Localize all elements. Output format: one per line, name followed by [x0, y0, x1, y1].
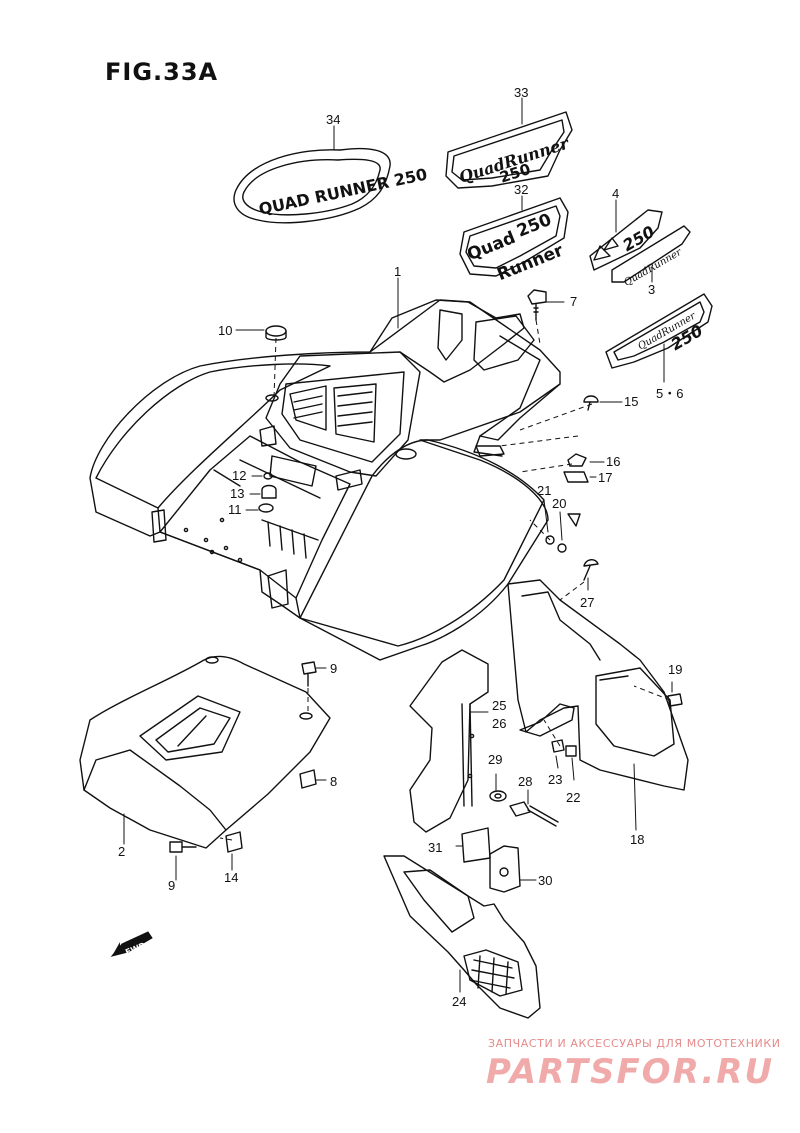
clip-part-14: [225, 831, 243, 853]
callout-2: 2: [118, 844, 125, 859]
callout-3: 3: [648, 282, 655, 297]
callout-11: 11: [228, 502, 242, 517]
callout-20: 20: [552, 496, 566, 511]
bolt-part-7: [527, 289, 547, 321]
callout-28: 28: [518, 774, 532, 789]
reference-dashed-lines: [219, 319, 671, 841]
callout-29: 29: [488, 752, 502, 767]
callout-16: 16: [606, 454, 620, 469]
plate-part-31: [461, 827, 491, 863]
callout-27: 27: [580, 595, 594, 610]
callout-31: 31: [428, 840, 442, 855]
callout-9b: 9: [168, 878, 175, 893]
callout-5-6: 5・6: [656, 386, 683, 401]
decal-33-quadrunner-250: QuadRunner 250: [445, 111, 573, 189]
callout-23: 23: [548, 772, 562, 787]
decal-32-text-b: 250: [514, 210, 555, 242]
callout-9a: 9: [330, 661, 337, 676]
callout-labels: 34 33 32 4 3 5・6 1 7 10 15 16 17 12 13 1…: [118, 85, 683, 1009]
figure-title: FIG.33A: [105, 58, 219, 86]
callout-17: 17: [598, 470, 612, 485]
callout-30: 30: [538, 873, 552, 888]
skid-panel-part-24: [383, 855, 541, 1019]
decal-34-quadrunner-250: QUAD RUNNER 250: [233, 147, 429, 224]
callout-24: 24: [452, 994, 466, 1009]
mud-guard-part-18: [507, 579, 689, 791]
washer-part-17: [563, 471, 589, 483]
callout-21: 21: [537, 483, 551, 498]
callout-7: 7: [570, 294, 577, 309]
callout-19: 19: [668, 662, 682, 677]
callout-1: 1: [394, 264, 401, 279]
callout-25: 25: [492, 698, 506, 713]
forward-arrow-icon: FWD: [110, 931, 153, 957]
front-fender-part-1: [89, 299, 561, 661]
bolt-part-9a: [301, 661, 317, 687]
callout-33: 33: [514, 85, 528, 100]
clip-part-30: [489, 845, 521, 893]
hardware-part-19: [667, 693, 683, 707]
watermark-logo: PARTSFOR.RU: [486, 1052, 775, 1092]
grommet-part-10: [265, 325, 287, 341]
callout-13: 13: [230, 486, 244, 501]
clip-part-8: [299, 769, 317, 789]
decal-4-text: 250: [619, 222, 657, 255]
decal-32-quad-250-runner: Quad 250 Runner: [459, 197, 569, 285]
nut-part-16: [567, 453, 587, 467]
decal-34-text: QUAD RUNNER 250: [257, 165, 429, 219]
callout-34: 34: [326, 112, 340, 127]
decal-5-6-quadrunner-250: QuadRunner 250: [605, 293, 713, 369]
callout-10: 10: [218, 323, 232, 338]
callout-14: 14: [224, 870, 238, 885]
callout-12: 12: [232, 468, 246, 483]
watermark-tagline: ЗАПЧАСТИ И АКСЕССУАРЫ ДЛЯ МОТОТЕХНИКИ: [488, 1037, 781, 1050]
callout-4: 4: [612, 186, 619, 201]
mud-guard-part-25-26: [409, 649, 489, 833]
callout-26: 26: [492, 716, 506, 731]
leader-lines: [123, 97, 673, 993]
washer-part-29: [489, 790, 507, 802]
clips-part-20-21: [545, 513, 581, 553]
callout-15: 15: [624, 394, 638, 409]
callout-32: 32: [514, 182, 528, 197]
callout-22: 22: [566, 790, 580, 805]
front-cover-part-2: [79, 655, 331, 849]
screw-part-15: [583, 395, 599, 411]
rivet-part-28: [509, 801, 559, 827]
callout-18: 18: [630, 832, 644, 847]
bolt-part-9b: [169, 841, 197, 853]
callout-8: 8: [330, 774, 337, 789]
screws-part-11-12-13: [258, 472, 277, 513]
hardware-part-22-23: [551, 739, 577, 757]
screw-part-27: [583, 559, 599, 581]
